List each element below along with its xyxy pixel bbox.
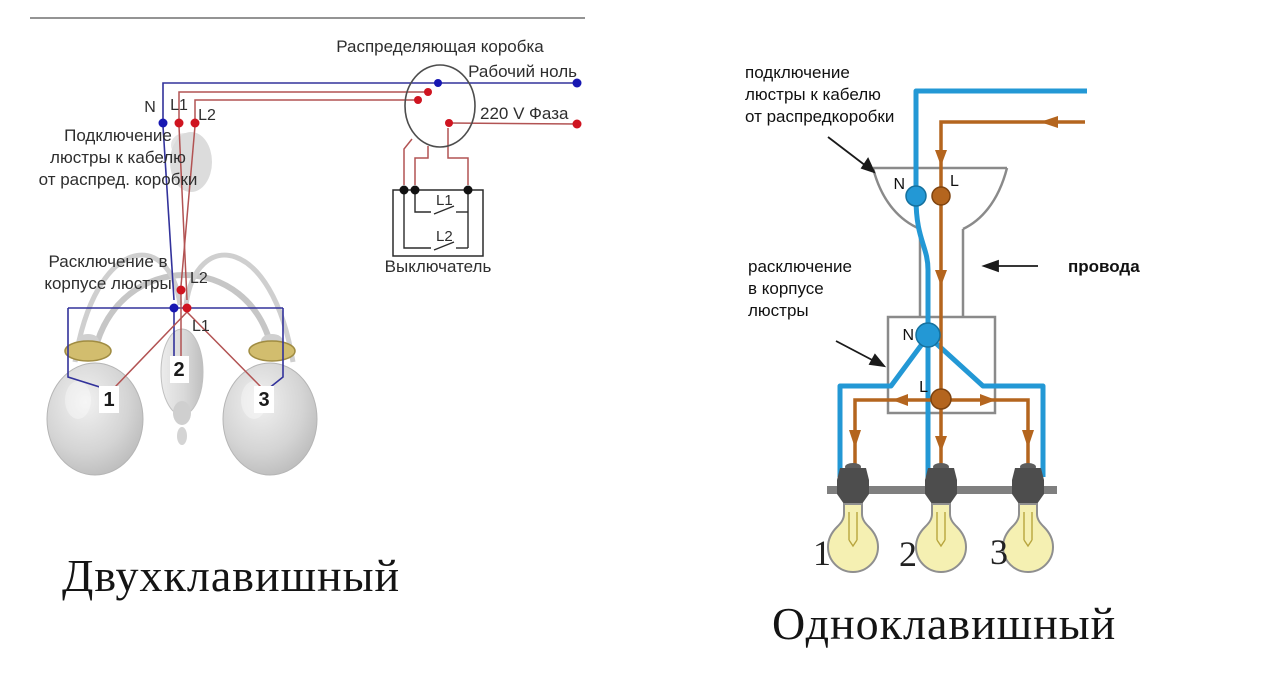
connect-note-line1: подключение <box>745 63 850 82</box>
distribution-box-circle <box>404 64 476 148</box>
chandelier-arm <box>92 272 275 351</box>
connect-note-line1: Подключение <box>64 126 172 145</box>
glass-globe-1 <box>46 362 144 476</box>
phase-nodes <box>930 186 952 410</box>
canopy-l-label: L <box>950 173 959 190</box>
phase-wire-arrowheads <box>849 116 1058 452</box>
split-note-line2: корпусе люстры <box>44 274 171 293</box>
chandelier-art <box>46 132 318 476</box>
bulb-filaments <box>848 512 1033 548</box>
right-neutral-wires <box>837 88 1087 480</box>
switch-terminals <box>399 185 473 195</box>
hub-l2-label: L2 <box>190 270 208 287</box>
neutral-nodes <box>905 185 941 348</box>
bulb-3-number: 3 <box>258 389 269 411</box>
left-neutral-dots <box>158 78 582 313</box>
canopy-left-side <box>871 167 921 231</box>
wires-label: провода <box>1068 257 1140 276</box>
bulb-2 <box>914 503 968 573</box>
annotation-arrows <box>827 136 1038 368</box>
hub-l1-label: L1 <box>192 318 210 335</box>
bulb-1 <box>826 503 880 573</box>
neutral-label: Рабочий ноль <box>468 62 577 81</box>
right-diagram: подключение люстры к кабелю от распредко… <box>745 63 1140 574</box>
left-phase-dots <box>174 88 582 313</box>
arrow-to-canopy <box>860 157 876 174</box>
finial-drop <box>177 427 187 445</box>
connect-note-line2: люстры к кабелю <box>50 148 186 167</box>
bulb-1-number: 1 <box>103 389 114 411</box>
light-bulbs <box>826 503 1055 573</box>
terminal-l1-label: L1 <box>170 97 188 114</box>
split-note-line3: люстры <box>748 301 809 320</box>
glass-globe-3 <box>222 362 318 476</box>
bulb-2-number: 2 <box>173 359 184 381</box>
distribution-box-label: Распределяющая коробка <box>336 37 544 56</box>
box-l-label: L <box>919 379 928 396</box>
terminal-l2-label: L2 <box>198 107 216 124</box>
connect-note-line2: люстры к кабелю <box>745 85 881 104</box>
canopy-right-side <box>962 167 1009 231</box>
connect-note-line3: от распред. коробки <box>39 170 198 189</box>
right-phase-wires <box>853 120 1085 467</box>
switch-l2-label: L2 <box>436 228 453 245</box>
switch-box <box>392 185 484 257</box>
phase-label: Фаза <box>529 104 569 123</box>
split-note-line1: расключение <box>748 257 852 276</box>
lamp-sockets <box>837 463 1044 504</box>
box-n-label: N <box>902 327 914 344</box>
split-note-line2: в корпусе <box>748 279 824 298</box>
switch-l1-label: L1 <box>436 192 453 209</box>
bulb-2-number: 2 <box>899 534 917 574</box>
bulb-3-number: 3 <box>990 532 1008 572</box>
voltage-label: 220 V <box>480 104 525 123</box>
golden-ring <box>64 340 112 362</box>
terminal-n-label: N <box>144 99 156 116</box>
canopy-n-label: N <box>893 176 905 193</box>
switch-label: Выключатель <box>385 257 492 276</box>
golden-ring <box>248 340 296 362</box>
arrow-to-junction-box <box>868 353 887 368</box>
switch-contacts <box>403 190 469 251</box>
left-diagram: Распределяющая коробка Рабочий ноль 220 … <box>30 17 585 476</box>
bulb-3 <box>1001 503 1055 573</box>
left-diagram-title: Двухклавишный <box>62 550 401 601</box>
split-note-line1: Расключение в <box>48 252 167 271</box>
connect-note-line3: от распредкоробки <box>745 107 894 126</box>
bulb-1-number: 1 <box>813 533 831 573</box>
right-diagram-title: Одноклавишный <box>772 598 1117 649</box>
arrow-to-wires <box>981 259 999 273</box>
bulb-number-plates <box>99 356 274 413</box>
